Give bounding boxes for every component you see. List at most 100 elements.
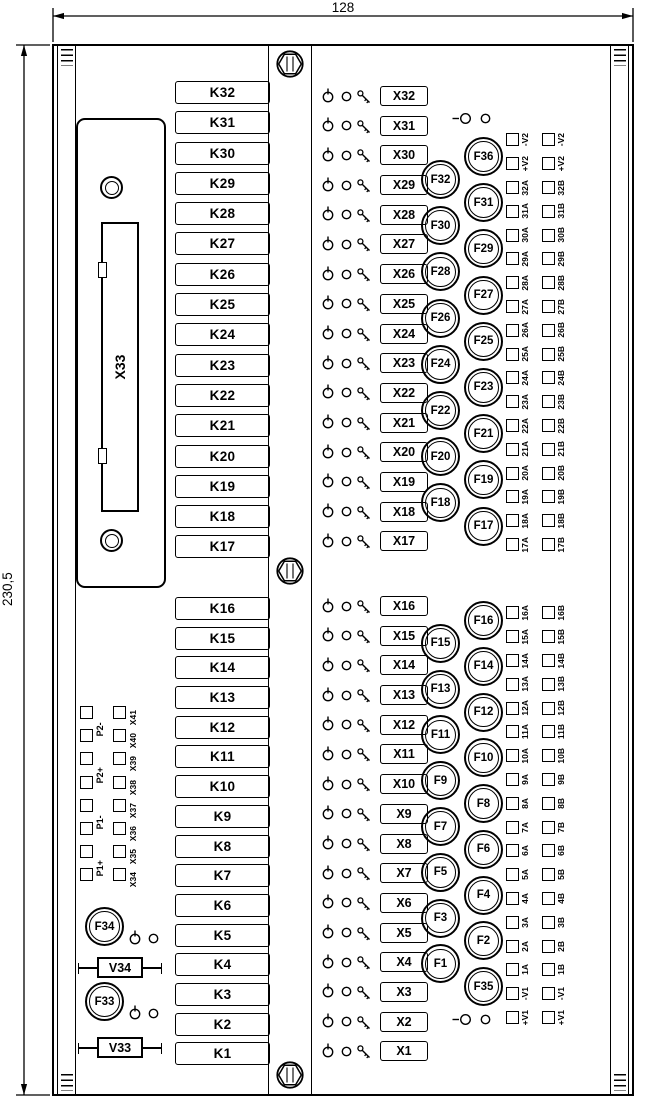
terminal-label: 22B — [556, 417, 566, 434]
terminal: 6A — [506, 839, 540, 863]
fuse: F20 — [421, 437, 460, 477]
terminal: 7A — [506, 815, 540, 839]
connector-x33-block: X33 — [76, 118, 166, 588]
terminal-screw-contact — [542, 514, 555, 528]
terminal-screw-contact — [542, 844, 555, 858]
terminal-label: -V2 — [520, 133, 530, 147]
fuse: F12 — [464, 692, 503, 732]
terminal-screw-contact — [542, 395, 555, 409]
terminal-label: 17B — [556, 536, 566, 553]
key-icon — [357, 748, 370, 762]
fuse: F32 — [421, 160, 460, 200]
terminal: 3A — [506, 910, 540, 934]
terminal: 30A — [506, 223, 540, 247]
terminal-label: -V1 — [556, 987, 566, 1001]
terminal-screw-contact — [506, 987, 519, 1001]
connector-x33: X33 — [98, 222, 139, 512]
terminal-label: 31A — [520, 203, 530, 220]
terminal: 15B — [542, 625, 576, 649]
fuse: F3 — [421, 898, 460, 938]
relay-label: K8 — [175, 834, 270, 858]
terminal-screw-contact — [506, 606, 519, 620]
fuse: F17 — [464, 506, 503, 546]
terminal-label: 16B — [556, 605, 566, 621]
relay-label: K1 — [175, 1042, 270, 1066]
terminal-screw-contact — [506, 537, 519, 551]
varistor-label: V34 — [97, 957, 143, 978]
key-icon — [357, 119, 370, 134]
relay-list-bottom: K16 K15 K14 K13 K12 K11 K10 K9 K8 K7 K6 — [175, 597, 270, 1072]
terminal-screw-contact — [542, 796, 555, 810]
led-indicator-icon — [341, 690, 352, 700]
led-indicator-icon — [480, 113, 491, 124]
terminal-label: 27B — [556, 298, 566, 315]
key-icon — [357, 90, 370, 104]
connector-keying-notch — [98, 448, 107, 464]
terminal-screw-contact — [113, 729, 126, 743]
terminal: -V1 — [542, 982, 576, 1006]
socket-row: X7 — [322, 863, 434, 884]
relay-label: K7 — [175, 864, 270, 888]
socket-row: X6 — [322, 892, 434, 913]
fuse-slot: F36 — [421, 137, 505, 176]
led-indicator-icon — [341, 477, 352, 487]
terminal-screw-contact — [542, 725, 555, 739]
terminal: 12A — [506, 696, 540, 720]
terminal-label: 25A — [520, 346, 530, 362]
key-icon — [357, 327, 370, 341]
fuse: F36 — [464, 137, 503, 176]
terminal-screw-contact — [506, 677, 519, 691]
key-icon — [357, 719, 370, 733]
terminal-screw-contact — [506, 133, 519, 147]
fuse-slot: F27 — [421, 275, 505, 315]
key-icon — [357, 535, 370, 549]
terminal: -V2 — [542, 128, 576, 152]
terminal: +V2 — [506, 152, 540, 176]
relay-label: K16 — [175, 597, 270, 620]
terminal-screw-contact — [506, 371, 519, 385]
socket-label: X8 — [380, 833, 428, 854]
component-lead — [143, 1043, 162, 1054]
terminal-screw-contact — [113, 845, 126, 859]
socket-row: X30 — [322, 145, 434, 166]
terminal-screw-contact — [542, 299, 555, 313]
fuse-slot: F25 — [421, 321, 505, 361]
terminal: 4A — [506, 887, 540, 911]
terminal-label: 15B — [556, 628, 566, 645]
terminal: 24A — [506, 366, 540, 390]
terminal-screw-contact — [506, 963, 519, 977]
terminal: 20B — [542, 461, 576, 485]
relay-label: K15 — [175, 626, 270, 650]
manual-actuation-icon — [322, 924, 334, 939]
fuse-slot: F2 — [421, 921, 505, 961]
rail-spring-ticks — [60, 1074, 73, 1091]
terminal-screw-contact — [506, 725, 519, 739]
fuse: F2 — [464, 921, 503, 961]
socket-row: X14 — [322, 655, 434, 676]
key-icon — [357, 986, 370, 1000]
key-icon — [357, 446, 370, 460]
socket-row: X32 — [322, 86, 434, 106]
terminal: +V1 — [542, 1006, 576, 1030]
led-indicator-icon — [341, 447, 352, 458]
fuse-slot: F13 — [421, 669, 505, 709]
terminal: 30B — [542, 223, 576, 247]
terminal: 32A — [506, 176, 540, 200]
terminal-label: 18A — [520, 512, 530, 529]
relay-label: K14 — [175, 656, 270, 680]
fuse: F35 — [464, 967, 503, 1007]
led-indicator-icon — [480, 1014, 491, 1025]
terminal: 27A — [506, 295, 540, 319]
terminal-label: 31B — [556, 203, 566, 220]
terminal-screw-contact — [113, 798, 126, 812]
fuse: F27 — [464, 275, 503, 315]
terminal-label: 21A — [520, 441, 530, 458]
socket-row: X3 — [322, 981, 434, 1002]
key-icon — [357, 357, 370, 371]
terminal-screw-contact — [506, 466, 519, 480]
manual-actuation-icon — [322, 414, 334, 429]
p-terminal-label: P1- — [95, 814, 105, 829]
relay-label: K22 — [175, 383, 270, 407]
